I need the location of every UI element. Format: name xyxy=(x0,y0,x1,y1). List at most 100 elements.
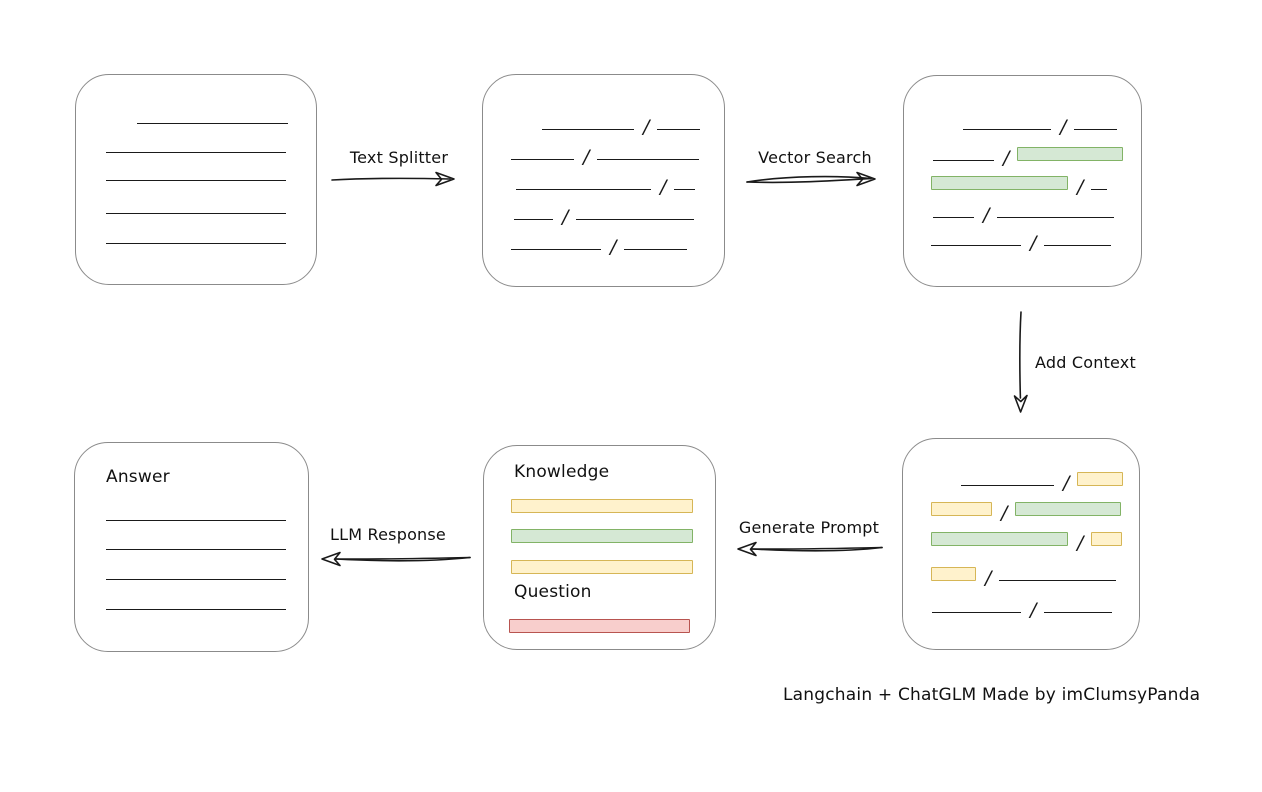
slash-separator: / xyxy=(643,116,650,138)
split-chunks-box: / / / / / xyxy=(482,74,725,287)
chunk-row xyxy=(137,107,288,124)
text-line xyxy=(576,219,695,220)
llm-response-label: LLM Response xyxy=(330,525,446,544)
chunk-row xyxy=(106,563,286,580)
text-line xyxy=(511,249,601,250)
text-line xyxy=(1044,612,1113,613)
yellow-chunk-bar xyxy=(1091,532,1123,546)
generate-prompt-arrow-icon xyxy=(737,541,883,557)
chunk-row xyxy=(106,593,286,610)
green-chunk-bar xyxy=(931,176,1068,190)
chunk-row: / xyxy=(963,113,1118,137)
chunk-row: / xyxy=(516,173,696,197)
chunk-row xyxy=(106,136,286,153)
yellow-chunk-bar xyxy=(511,560,693,574)
text-line xyxy=(106,579,286,580)
chunk-row: / xyxy=(931,564,1117,588)
chunk-row: / xyxy=(931,499,1122,523)
vector-search-label: Vector Search xyxy=(758,148,872,167)
slash-separator: / xyxy=(1030,232,1037,254)
slash-separator: / xyxy=(1077,532,1084,554)
text-line xyxy=(106,609,286,610)
text-line xyxy=(931,245,1021,246)
chunk-row xyxy=(106,533,286,550)
slash-separator: / xyxy=(1077,176,1084,198)
chunk-row xyxy=(511,557,693,574)
chunk-row: / xyxy=(542,113,701,137)
add-context-arrow-icon xyxy=(1013,311,1028,413)
chunk-row xyxy=(106,197,286,214)
green-chunk-bar xyxy=(1015,502,1122,516)
text-line xyxy=(657,129,701,130)
green-chunk-bar xyxy=(511,529,693,543)
llm-response-arrow-icon xyxy=(321,551,471,567)
generate-prompt-label: Generate Prompt xyxy=(738,518,880,537)
chunk-row: / xyxy=(514,203,695,227)
slash-separator: / xyxy=(610,236,617,258)
text-line xyxy=(1074,129,1118,130)
text-line xyxy=(106,520,286,521)
chunk-row: / xyxy=(933,144,1124,168)
text-line xyxy=(933,217,974,218)
slash-separator: / xyxy=(1060,116,1067,138)
chunk-row: / xyxy=(932,596,1113,620)
text-line xyxy=(624,249,688,250)
slash-separator: / xyxy=(983,204,990,226)
yellow-chunk-bar xyxy=(511,499,693,513)
question-label: Question xyxy=(514,582,592,602)
answer-label: Answer xyxy=(106,467,170,487)
chunk-row xyxy=(509,616,690,633)
green-chunk-bar xyxy=(1017,147,1124,161)
text-line xyxy=(932,612,1021,613)
text-line xyxy=(1044,245,1112,246)
text-line xyxy=(514,219,553,220)
chunk-row: / xyxy=(931,229,1112,253)
chunk-row: / xyxy=(933,201,1115,225)
text-line xyxy=(542,129,634,130)
slash-separator: / xyxy=(1063,472,1070,494)
chunk-row xyxy=(106,164,286,181)
text-splitter-arrow-icon xyxy=(331,171,455,187)
slash-separator: / xyxy=(583,146,590,168)
yellow-chunk-bar xyxy=(931,567,976,581)
text-splitter-label: Text Splitter xyxy=(349,148,449,167)
slash-separator: / xyxy=(660,176,667,198)
chunk-row: / xyxy=(961,469,1124,493)
caption-credit: Langchain + ChatGLM Made by imClumsyPand… xyxy=(783,685,1201,705)
text-line xyxy=(999,580,1117,581)
slash-separator: / xyxy=(1001,502,1008,524)
source-document-box xyxy=(75,74,317,285)
text-line xyxy=(933,160,994,161)
text-line xyxy=(106,243,286,244)
yellow-chunk-bar xyxy=(1077,472,1124,486)
chunk-row: / xyxy=(511,233,688,257)
chunk-row: / xyxy=(931,173,1108,197)
chunk-row: / xyxy=(511,143,700,167)
yellow-chunk-bar xyxy=(931,502,992,516)
chunk-row xyxy=(106,504,286,521)
text-line xyxy=(1091,189,1108,190)
text-line xyxy=(106,549,286,550)
slash-separator: / xyxy=(1003,147,1010,169)
chunk-row: / xyxy=(931,529,1123,553)
text-line xyxy=(963,129,1051,130)
text-line xyxy=(106,180,286,181)
text-line xyxy=(997,217,1115,218)
text-line xyxy=(511,159,574,160)
chunk-row xyxy=(511,496,693,513)
chunk-row xyxy=(511,526,693,543)
text-line xyxy=(674,189,696,190)
text-line xyxy=(961,485,1054,486)
vector-search-arrow-icon xyxy=(746,171,876,187)
vector-matches-box: / / / / / xyxy=(903,75,1142,287)
slash-separator: / xyxy=(985,567,992,589)
red-chunk-bar xyxy=(509,619,690,633)
slash-separator: / xyxy=(1030,599,1037,621)
chunk-row xyxy=(106,227,286,244)
text-line xyxy=(597,159,700,160)
text-line xyxy=(106,152,286,153)
text-line xyxy=(516,189,651,190)
knowledge-label: Knowledge xyxy=(514,462,610,482)
